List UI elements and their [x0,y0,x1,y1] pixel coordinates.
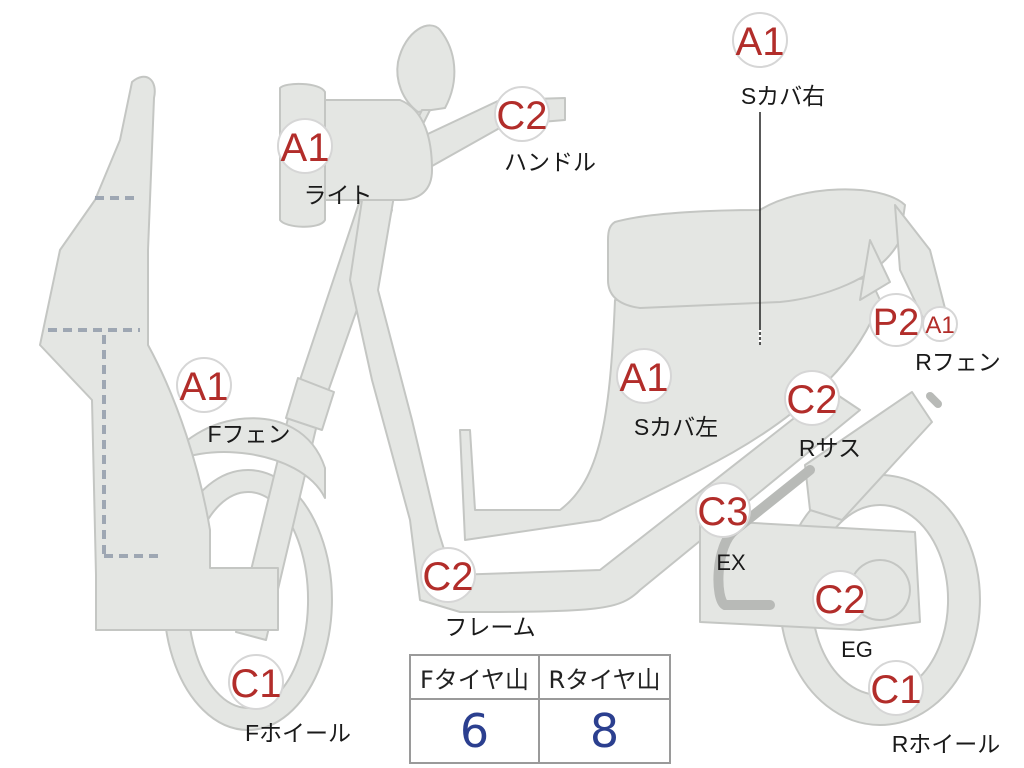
grade2-rear-fender: A1 [925,312,954,339]
fork-collar-shape [285,377,335,431]
label-engine: EG [841,637,873,662]
s-cover-body-shape [459,277,881,541]
badge-handle: C2 ハンドル [494,86,596,175]
grade-rear-wheel: C1 [870,668,921,712]
front-tire-header: Fタイヤ山 [411,656,540,700]
rear-body-strut-shape [859,239,891,301]
badge-front-wheel: C1 Fホイール [228,654,351,746]
badge-front-fender: A1 Fフェン [176,357,291,447]
grade-frame: C2 [422,555,473,599]
grade-front-fender: A1 [180,365,229,409]
grade-light: A1 [281,126,330,170]
tire-tread-table: Fタイヤ山 Rタイヤ山 6 8 [409,654,671,764]
label-light: ライト [304,182,373,208]
badge-engine: C2 EG [812,570,873,662]
badge-s-cover-right: A1 Sカバ右 [732,12,825,109]
grade-handle: C2 [496,94,547,138]
badge-rear-suspension: C2 Rサス [784,370,861,461]
mirror-shape [396,24,456,113]
label-s-cover-left: Sカバ左 [634,414,718,440]
leg-shield-shape [39,75,279,631]
seat-shape [607,188,906,309]
grade-s-cover-left: A1 [620,356,669,400]
label-rear-suspension: Rサス [799,435,861,461]
rear-shock-shape [804,391,933,521]
label-front-wheel: Fホイール [245,720,351,746]
grade-rear-fender: P2 [873,302,919,344]
front-tire-value: 6 [411,700,540,762]
grade-exhaust: C3 [697,490,748,534]
badge-light: A1 ライト [277,118,373,208]
label-front-fender: Fフェン [207,421,290,447]
label-handle: ハンドル [504,149,596,175]
grade-engine: C2 [814,578,865,622]
label-frame: フレーム [444,614,535,640]
badge-exhaust: C3 EX [695,482,751,575]
rear-tire-header: Rタイヤ山 [540,656,669,700]
badge-frame: C2 フレーム [420,547,536,640]
headlight-housing-shape [304,99,433,201]
rear-tire-value: 8 [589,704,620,758]
rear-fender-tip-shape [926,392,942,408]
badge-rear-fender: P2 A1 Rフェン [869,293,1001,375]
label-s-cover-right: Sカバ右 [741,83,825,109]
label-rear-wheel: Rホイール [892,731,1001,757]
badge-s-cover-left: A1 Sカバ左 [616,348,718,440]
label-rear-fender: Rフェン [915,349,1001,375]
grade-rear-suspension: C2 [786,378,837,422]
grade-s-cover-right: A1 [736,20,785,64]
grade-front-wheel: C1 [230,662,281,706]
badge-rear-wheel: C1 Rホイール [868,660,1001,757]
front-fender-shape [164,417,326,499]
label-exhaust: EX [716,550,746,575]
